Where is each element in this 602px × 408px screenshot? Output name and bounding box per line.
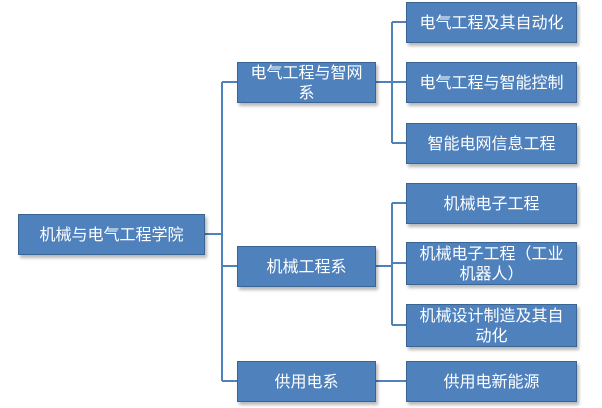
major-node: 机械设计制造及其自动化 <box>406 304 577 347</box>
department-node: 供用电系 <box>237 361 376 402</box>
major-label: 电气工程与智能控制 <box>419 72 564 92</box>
major-label: 机械电子工程（工业机器人） <box>419 243 564 283</box>
major-node: 电气工程与智能控制 <box>406 62 577 103</box>
major-label: 供用电新能源 <box>443 371 540 391</box>
major-node: 机械电子工程 <box>406 183 577 224</box>
connector-dept2-majors <box>376 202 406 326</box>
connector-dept1-majors <box>376 21 406 144</box>
major-node: 电气工程及其自动化 <box>406 2 577 43</box>
department-label: 电气工程与智网系 <box>250 62 363 102</box>
major-label: 智能电网信息工程 <box>427 133 556 153</box>
major-label: 机械电子工程 <box>443 193 540 213</box>
department-label: 供用电系 <box>274 371 339 391</box>
major-node: 智能电网信息工程 <box>406 123 577 164</box>
major-label: 机械设计制造及其自动化 <box>419 305 564 345</box>
root-label: 机械与电气工程学院 <box>39 224 184 244</box>
major-label: 电气工程及其自动化 <box>419 12 564 32</box>
department-node: 机械工程系 <box>237 246 376 287</box>
department-label: 机械工程系 <box>266 256 347 276</box>
department-node: 电气工程与智网系 <box>237 62 376 103</box>
major-node: 机械电子工程（工业机器人） <box>406 242 577 285</box>
major-node: 供用电新能源 <box>406 361 577 402</box>
root-node: 机械与电气工程学院 <box>18 214 205 255</box>
connector-root-departments <box>205 81 237 382</box>
